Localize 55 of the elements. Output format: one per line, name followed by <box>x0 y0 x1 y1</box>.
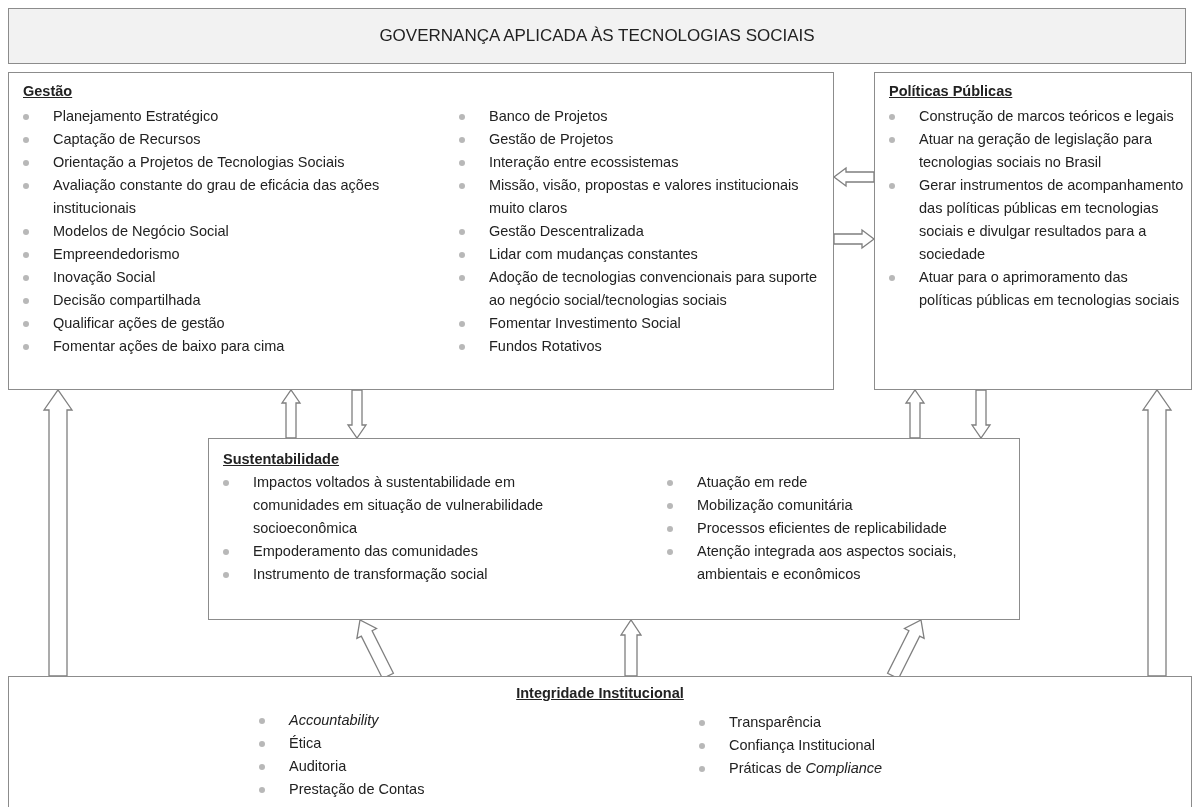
block-arrow <box>42 388 74 677</box>
bullet-item: Fomentar Investimento Social <box>459 312 829 335</box>
title-banner: GOVERNANÇA APLICADA ÀS TECNOLOGIAS SOCIAIS <box>8 8 1186 64</box>
bullet-item: Prestação de Contas <box>259 778 559 801</box>
bullet-item: Empoderamento das comunidades <box>223 540 603 563</box>
block-arrow <box>280 388 302 439</box>
text-panel <box>208 438 1020 620</box>
bullet-item: Construção de marcos teóricos e legais <box>889 105 1184 128</box>
bullet-item: Empreendedorismo <box>23 243 443 266</box>
bullet-item: Atuar para o aprimoramento das políticas públicas em tecnologias sociais <box>889 266 1184 312</box>
bullet-item: Modelos de Negócio Social <box>23 220 443 243</box>
block-arrow <box>970 389 992 440</box>
bullet-item: Fomentar ações de baixo para cima <box>23 335 443 358</box>
bullet-item: Práticas de Compliance <box>699 757 999 780</box>
text-panel <box>8 676 1192 807</box>
bullet-item: Decisão compartilhada <box>23 289 443 312</box>
bullet-item: Banco de Projetos <box>459 105 829 128</box>
bullet-item: Ética <box>259 732 559 755</box>
panel-heading: Gestão <box>23 83 73 99</box>
bullet-item: Mobilização comunitária <box>667 494 1007 517</box>
bullet-item: Inovação Social <box>23 266 443 289</box>
bullet-item: Captação de Recursos <box>23 128 443 151</box>
bullet-item: Adoção de tecnologias convencionais para suporte ao negócio social/tecnologias sociais <box>459 266 829 312</box>
bullet-item: Gestão Descentralizada <box>459 220 829 243</box>
bullet-item: Auditoria <box>259 755 559 778</box>
bullet-item: Gerar instrumentos de acompanhamento das políticas públicas em tecnologias sociais e divulgar resultados para a sociedade <box>889 174 1184 266</box>
block-arrow <box>832 166 875 188</box>
bullet-item: Planejamento Estratégico <box>23 105 443 128</box>
bullet-item: Gestão de Projetos <box>459 128 829 151</box>
text-panel <box>874 72 1192 390</box>
block-arrow <box>619 618 643 677</box>
bullet-item: Interação entre ecossistemas <box>459 151 829 174</box>
bullet-item: Qualificar ações de gestão <box>23 312 443 335</box>
bullet-item: Impactos voltados à sustentabilidade em comunidades em situação de vulnerabilidade socioeconômica <box>223 471 603 540</box>
bullet-item: Missão, visão, propostas e valores institucionais muito claros <box>459 174 829 220</box>
block-arrow <box>346 389 368 440</box>
bullet-item: Atuação em rede <box>667 471 1007 494</box>
bullet-item: Processos eficientes de replicabilidade <box>667 517 1007 540</box>
block-arrow <box>1141 388 1173 677</box>
bullet-item: Atuar na geração de legislação para tecnologias sociais no Brasil <box>889 128 1184 174</box>
panel-heading: Sustentabilidade <box>223 451 340 467</box>
bullet-item: Atenção integrada aos aspectos sociais, ambientais e econômicos <box>667 540 1007 586</box>
bullet-item: Avaliação constante do grau de eficácia das ações institucionais <box>23 174 443 220</box>
bullet-item: Lidar com mudanças constantes <box>459 243 829 266</box>
panel-heading: Políticas Públicas <box>889 83 1013 99</box>
bullet-item: Confiança Institucional <box>699 734 999 757</box>
panel-heading: Integridade Institucional <box>515 685 685 701</box>
block-arrow <box>904 388 926 439</box>
bullet-item: Instrumento de transformação social <box>223 563 603 586</box>
block-arrow <box>833 228 876 250</box>
bullet-item: Fundos Rotativos <box>459 335 829 358</box>
bullet-item: Accountability <box>259 709 559 732</box>
bullet-item: Transparência <box>699 711 999 734</box>
text-panel <box>8 72 834 390</box>
bullet-item: Orientação a Projetos de Tecnologias Sociais <box>23 151 443 174</box>
